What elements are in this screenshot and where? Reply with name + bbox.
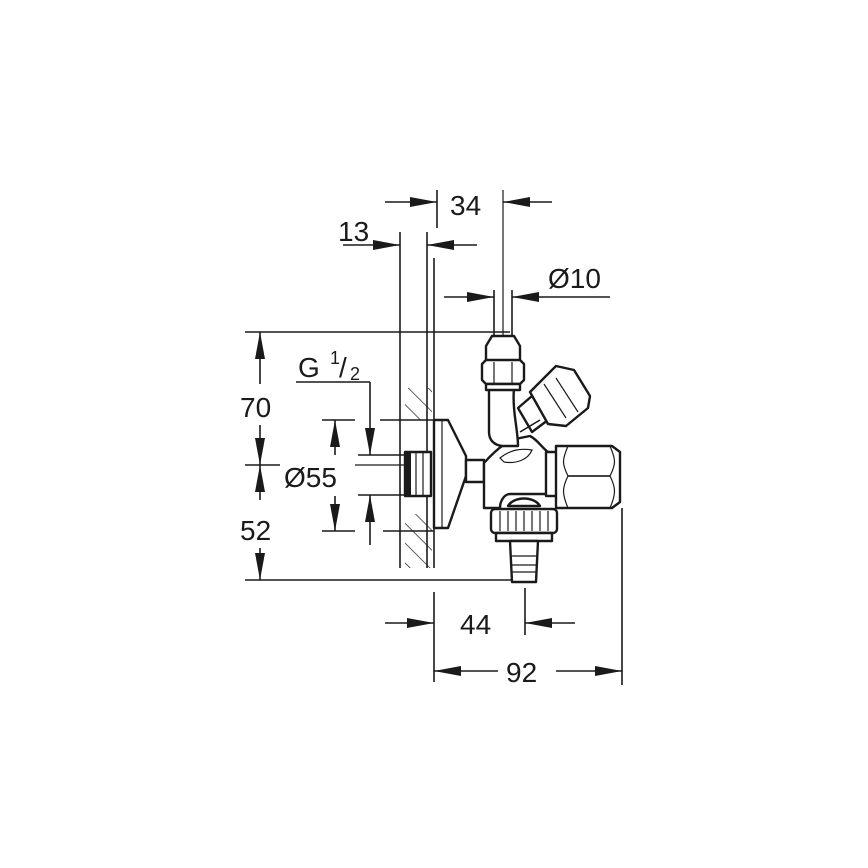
dimension-dia10: Ø10 [444, 263, 610, 302]
dim-dia10-label: Ø10 [548, 263, 601, 294]
dim-70-label: 70 [240, 392, 271, 423]
top-compression-nut [480, 334, 526, 392]
thread-denominator: 2 [350, 364, 360, 384]
valve-body [403, 190, 622, 584]
rosette-flange [432, 418, 468, 530]
thread-g-label: G [298, 352, 320, 383]
dim-44-label: 44 [460, 609, 491, 640]
angled-branch-nut [516, 364, 592, 434]
knurled-cap [489, 497, 559, 543]
dim-34-label: 34 [450, 190, 481, 221]
thread-stub-end [405, 452, 411, 496]
right-compression-nut [544, 444, 622, 510]
thread-numerator: 1 [330, 348, 340, 368]
dimension-70: 70 [240, 332, 271, 465]
dim-13-label: 13 [338, 216, 369, 247]
dimension-13: 13 [338, 216, 477, 250]
dimension-dia55: Ø55 [284, 420, 340, 531]
hose-barb [508, 539, 540, 584]
dim-92-label: 92 [506, 657, 537, 688]
dim-dia55-label: Ø55 [284, 462, 337, 493]
dimension-44: 44 [385, 609, 575, 640]
dimension-92: 92 [434, 657, 622, 688]
dimension-thread-g12: G 1 / 2 [296, 348, 375, 545]
dimension-52: 52 [240, 465, 271, 580]
thread-slash: / [339, 352, 347, 383]
upper-pipe [487, 386, 520, 448]
dim-52-label: 52 [240, 515, 271, 546]
neck-stub [464, 458, 486, 484]
extension-lines [245, 190, 623, 685]
dimension-34: 34 [385, 190, 552, 221]
